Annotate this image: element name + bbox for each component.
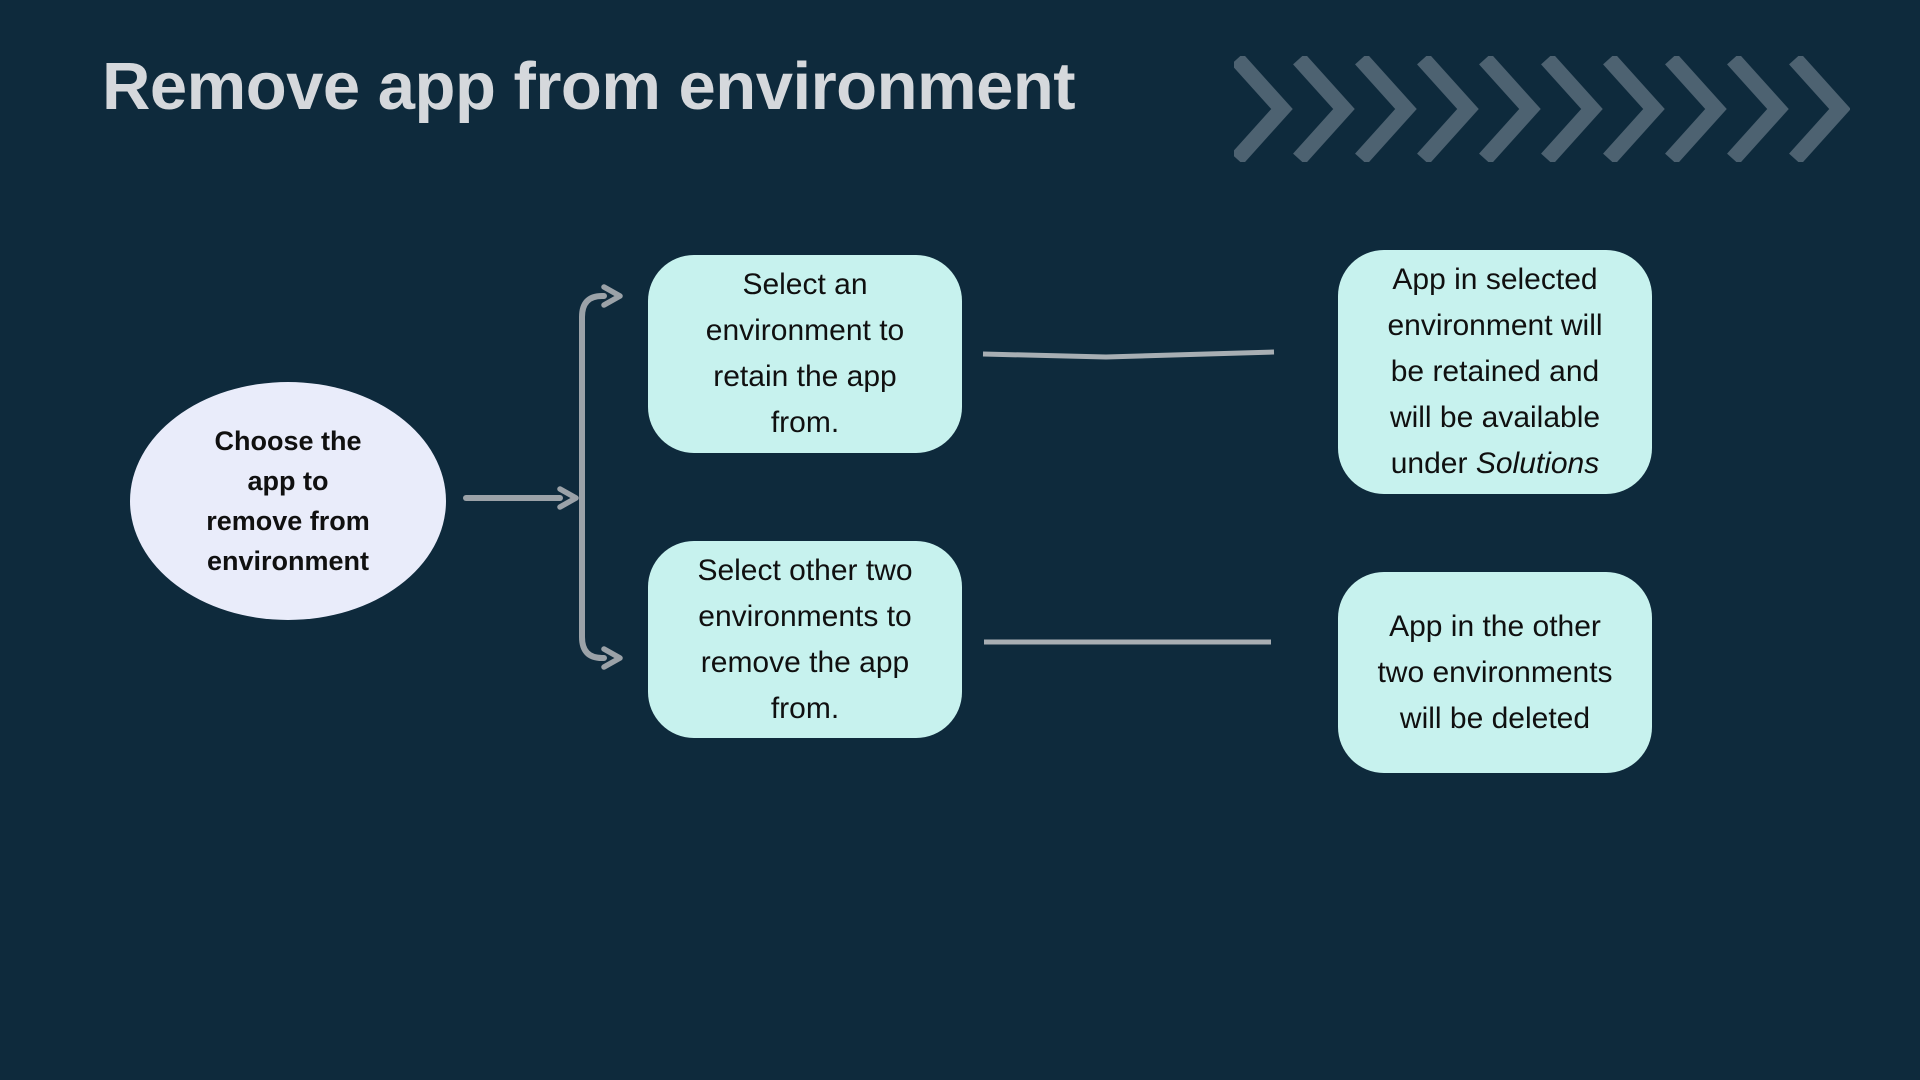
- chevron-right-icon: [1479, 53, 1541, 165]
- page-title: Remove app from environment: [102, 49, 1076, 124]
- arrow-branch-to-remove: [579, 497, 623, 670]
- chevron-right-icon: [1789, 53, 1851, 165]
- chevron-right-icon: [1355, 53, 1417, 165]
- chevron-right-icon: [1603, 53, 1665, 165]
- outcome-node-deleted-label: App in the other two environments will b…: [1377, 609, 1613, 735]
- chevron-pattern: [1231, 53, 1851, 165]
- arrow-branch-to-retain: [579, 284, 623, 503]
- decision-node-remove: Select other two environments to remove …: [648, 541, 962, 738]
- chevron-right-icon: [1417, 53, 1479, 165]
- decision-node-retain: Select an environment to retain the app …: [648, 255, 962, 453]
- connector-retain-to-outcome: [982, 349, 1275, 360]
- decision-node-retain-label: Select an environment to retain the app …: [705, 268, 905, 439]
- chevron-right-icon: [1231, 53, 1293, 165]
- decision-node-remove-label: Select other two environments to remove …: [697, 553, 913, 725]
- chevron-right-icon: [1665, 53, 1727, 165]
- outcome-node-retained-label: App in selected environment will be reta…: [1387, 263, 1603, 480]
- chevron-right-icon: [1727, 53, 1789, 165]
- outcome-node-retained: App in selected environment will be reta…: [1338, 250, 1652, 494]
- start-node-label: Choose the app to remove from environmen…: [206, 426, 370, 576]
- chevron-right-icon: [1293, 53, 1355, 165]
- outcome-node-deleted: App in the other two environments will b…: [1338, 572, 1652, 773]
- chevron-right-icon: [1541, 53, 1603, 165]
- start-node: Choose the app to remove from environmen…: [130, 382, 446, 620]
